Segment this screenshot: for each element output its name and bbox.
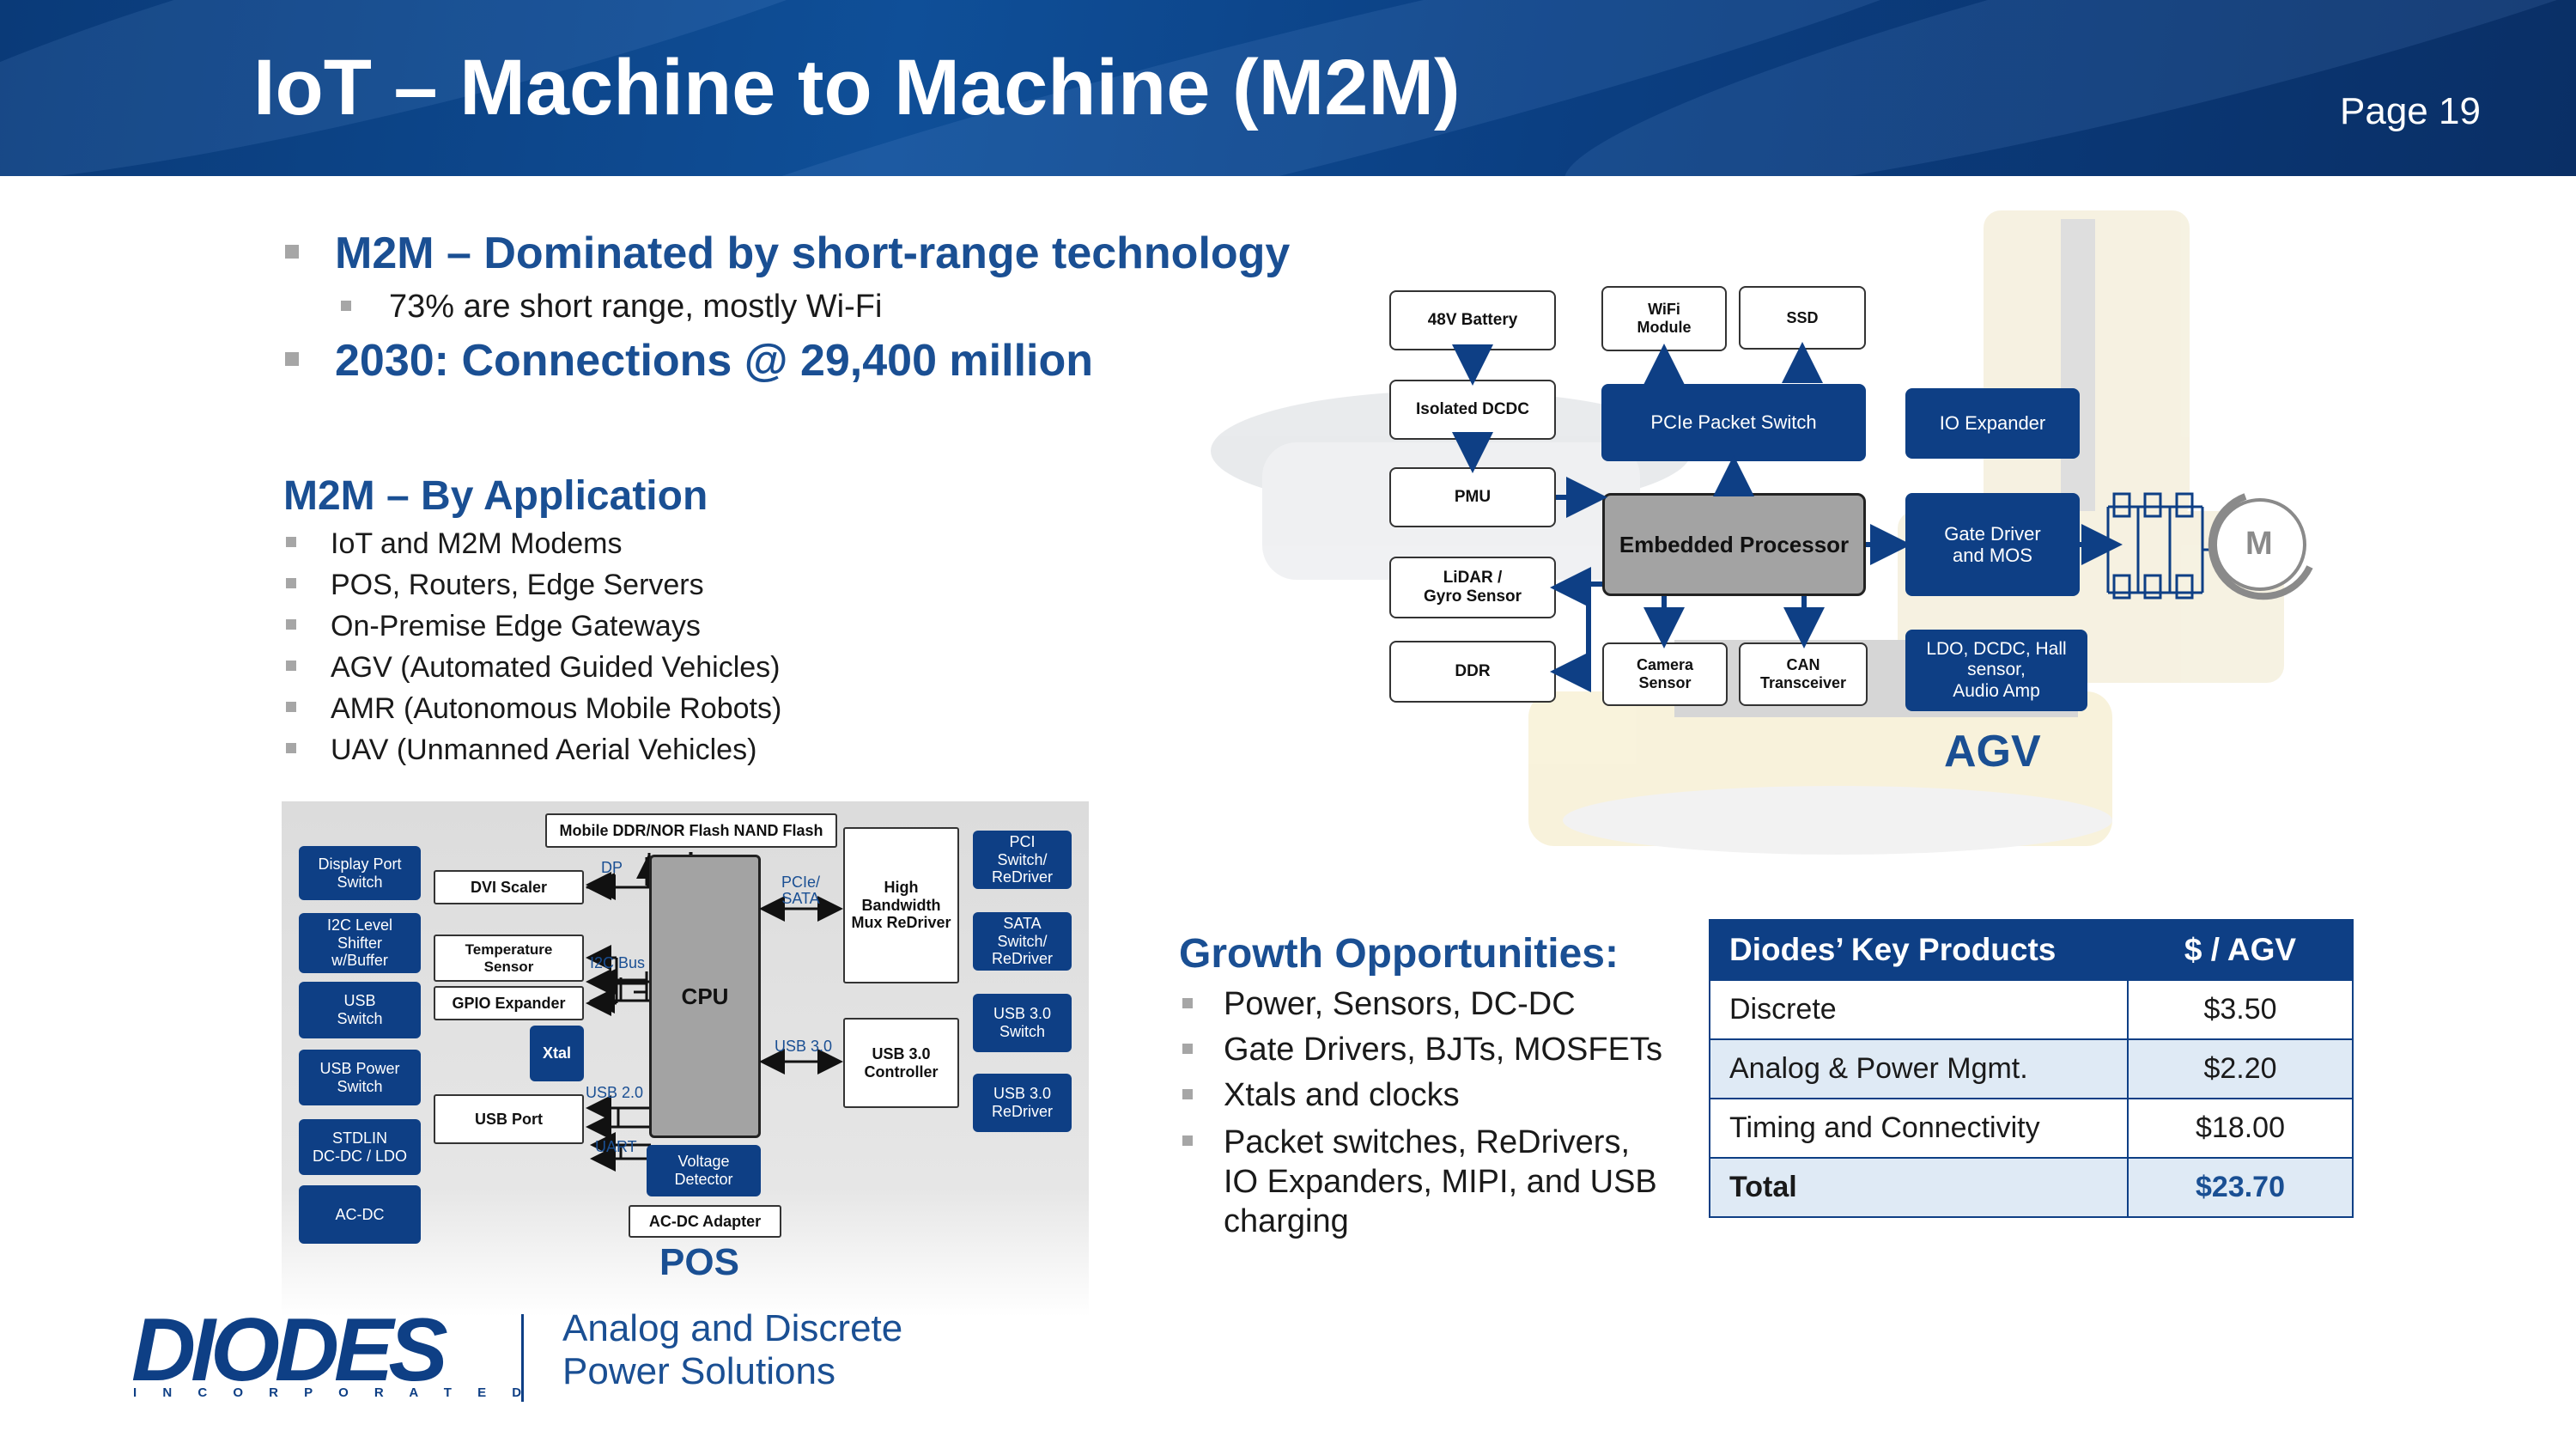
- bullet-marker: [286, 702, 296, 712]
- table-row: Timing and Connectivity $18.00: [1709, 1098, 2354, 1159]
- pos-display-port-switch: Display Port Switch: [299, 846, 421, 900]
- agv-camera-sensor: Camera Sensor: [1602, 642, 1728, 706]
- pos-gpio-expander: GPIO Expander: [434, 986, 584, 1020]
- footer-tagline-1: Analog and Discrete: [562, 1307, 903, 1349]
- list-item: IoT and M2M Modems: [331, 527, 623, 560]
- agv-can-transceiver: CAN Transceiver: [1739, 642, 1868, 706]
- page-number: Page 19: [2340, 90, 2481, 132]
- table-row: Analog & Power Mgmt. $2.20: [1709, 1038, 2354, 1099]
- pos-label-dp: DP: [601, 859, 623, 876]
- pos-usb-port: USB Port: [434, 1094, 584, 1144]
- motor-icon: [2208, 493, 2313, 600]
- agv-gate-driver-mos: Gate Driver and MOS: [1905, 493, 2080, 596]
- list-item: AMR (Autonomous Mobile Robots): [331, 692, 782, 725]
- table-header: Diodes’ Key Products: [1709, 919, 2129, 981]
- list-item: UAV (Unmanned Aerial Vehicles): [331, 734, 757, 766]
- table-cell: Analog & Power Mgmt.: [1709, 1038, 2129, 1099]
- list-item: POS, Routers, Edge Servers: [331, 569, 704, 601]
- motor-label: M: [2245, 526, 2273, 562]
- table-cell: $18.00: [2127, 1098, 2354, 1159]
- mosfet-bridge-icon: [2106, 492, 2220, 600]
- bullet-marker: [1182, 1044, 1193, 1054]
- table-row-total: Total $23.70: [1709, 1157, 2354, 1218]
- bullet-marker: [286, 743, 296, 753]
- agv-wifi-module: WiFi Module: [1601, 286, 1727, 351]
- pos-pci-switch-redriver: PCI Switch/ ReDriver: [973, 831, 1072, 889]
- pos-usb3-controller: USB 3.0 Controller: [843, 1018, 959, 1108]
- pos-sata-switch-redriver: SATA Switch/ ReDriver: [973, 912, 1072, 971]
- table-cell: $2.20: [2127, 1038, 2354, 1099]
- growth-item: Gate Drivers, BJTs, MOSFETs: [1224, 1032, 1662, 1068]
- pos-high-bandwidth-mux: High Bandwidth Mux ReDriver: [843, 827, 959, 983]
- bullet-m2m-short-range: M2M – Dominated by short-range technolog…: [335, 228, 1291, 278]
- list-item: AGV (Automated Guided Vehicles): [331, 651, 781, 684]
- pos-label: POS: [659, 1241, 739, 1283]
- table-cell: Total: [1709, 1157, 2129, 1218]
- pos-usb3-switch: USB 3.0 Switch: [973, 994, 1072, 1052]
- pos-i2c-level-shifter: I2C Level Shifter w/Buffer: [299, 913, 421, 973]
- bullet-marker: [286, 578, 296, 588]
- sub-bullet-wifi: 73% are short range, mostly Wi-Fi: [389, 289, 883, 325]
- pos-stdlin-dcdc-ldo: STDLIN DC-DC / LDO: [299, 1119, 421, 1175]
- agv-io-expander: IO Expander: [1905, 388, 2080, 459]
- pos-xtal: Xtal: [530, 1026, 584, 1081]
- bullet-marker: [1182, 998, 1193, 1008]
- page-title: IoT – Machine to Machine (M2M): [253, 44, 1461, 131]
- diodes-logo: DIODES: [131, 1300, 448, 1400]
- agv-embedded-processor: Embedded Processor: [1602, 493, 1866, 596]
- bullet-marker: [1182, 1089, 1193, 1099]
- agv-ddr: DDR: [1389, 641, 1556, 703]
- footer-divider: [521, 1314, 524, 1402]
- bullet-marker: [286, 661, 296, 671]
- pos-label-pcie-sata: PCIe/ SATA: [781, 874, 821, 907]
- pos-voltage-detector: Voltage Detector: [647, 1145, 761, 1196]
- table-row: Discrete $3.50: [1709, 979, 2354, 1040]
- pos-label-uart: UART: [595, 1138, 637, 1155]
- agv-ldo-dcdc-hall: LDO, DCDC, Hall sensor, Audio Amp: [1905, 630, 2087, 711]
- header-banner: [0, 0, 2576, 176]
- growth-heading: Growth Opportunities:: [1179, 931, 1619, 977]
- footer-tagline-2: Power Solutions: [562, 1350, 835, 1392]
- bullet-marker: [286, 537, 296, 547]
- bullet-marker: [286, 619, 296, 630]
- growth-item: Packet switches, ReDrivers, IO Expanders…: [1224, 1124, 1657, 1239]
- table-cell: Discrete: [1709, 979, 2129, 1040]
- pos-usb3-redriver: USB 3.0 ReDriver: [973, 1074, 1072, 1132]
- bullet-marker: [341, 301, 351, 311]
- pos-ac-dc: AC-DC: [299, 1185, 421, 1244]
- pos-flash-memory: Mobile DDR/NOR Flash NAND Flash: [545, 813, 837, 848]
- pos-usb-switch: USB Switch: [299, 982, 421, 1038]
- bullet-marker: [1182, 1135, 1193, 1146]
- table-cell: Timing and Connectivity: [1709, 1098, 2129, 1159]
- pos-usb-power-switch: USB Power Switch: [299, 1050, 421, 1105]
- diodes-logo-sub: I N C O R P O R A T E D: [133, 1385, 533, 1400]
- agv-lidar-gyro: LiDAR / Gyro Sensor: [1389, 557, 1556, 618]
- key-products-table: Diodes’ Key Products $ / AGV Discrete $3…: [1709, 919, 2354, 1218]
- bullet-marker: [285, 245, 299, 259]
- agv-ssd: SSD: [1739, 286, 1866, 350]
- pos-temperature-sensor: Temperature Sensor: [434, 935, 584, 982]
- agv-48v-battery: 48V Battery: [1389, 290, 1556, 350]
- pos-label-i2c: I2C Bus: [590, 954, 646, 971]
- bullet-marker: [285, 352, 299, 366]
- list-item: On-Premise Edge Gateways: [331, 610, 701, 642]
- table-cell: $23.70: [2127, 1157, 2354, 1218]
- pos-cpu: CPU: [649, 855, 761, 1138]
- bullet-connections-2030: 2030: Connections @ 29,400 million: [335, 336, 1093, 386]
- growth-item: Xtals and clocks: [1224, 1077, 1460, 1113]
- by-application-heading: M2M – By Application: [283, 473, 708, 519]
- table-header: $ / AGV: [2127, 919, 2354, 981]
- table-cell: $3.50: [2127, 979, 2354, 1040]
- pos-dvi-scaler: DVI Scaler: [434, 870, 584, 904]
- growth-item: Power, Sensors, DC-DC: [1224, 986, 1576, 1022]
- agv-label: AGV: [1944, 727, 2041, 776]
- pos-label-usb2: USB 2.0: [586, 1084, 644, 1101]
- pos-ac-dc-adapter: AC-DC Adapter: [629, 1205, 781, 1238]
- pos-label-usb3: USB 3.0: [775, 1038, 833, 1055]
- agv-pcie-packet-switch: PCIe Packet Switch: [1601, 384, 1866, 461]
